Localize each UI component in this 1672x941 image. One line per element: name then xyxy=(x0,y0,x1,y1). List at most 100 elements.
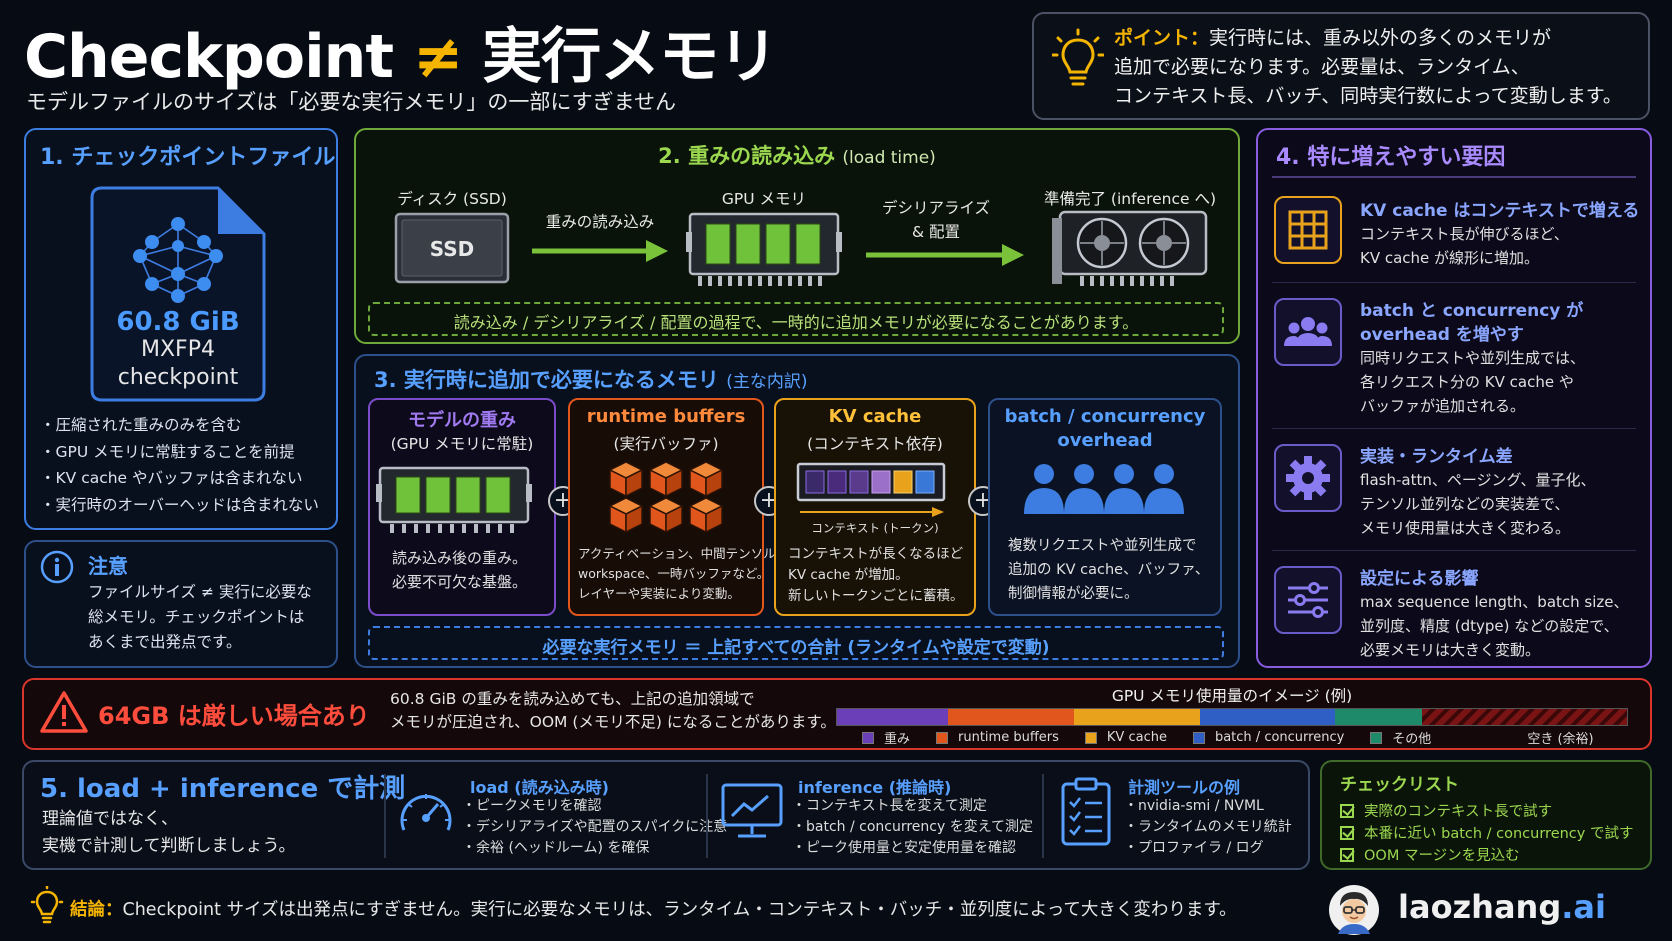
weights-body: 読み込み後の重み。必要不可欠な基盤。 xyxy=(392,549,528,591)
legend-swatch xyxy=(1370,731,1383,744)
section5-title: 5. load + inference で計測 xyxy=(40,774,406,804)
inference-column-title: inference (推論時) xyxy=(798,778,952,797)
not-equal-sign: ≠ xyxy=(412,22,463,92)
legend-item: 空き (余裕) xyxy=(1527,728,1593,747)
checklist-item: 実際のコンテキスト長で試す xyxy=(1340,800,1552,821)
legend-label: runtime buffers xyxy=(958,730,1059,745)
memory-bar-title: GPU メモリ使用量のイメージ (例) xyxy=(1111,687,1353,705)
kv-cache-token-icon xyxy=(796,462,946,517)
load-arrow-icon xyxy=(532,240,668,262)
runtime-buffers-title: runtime buffers xyxy=(586,406,746,427)
gauge-icon xyxy=(400,794,452,831)
runtime-buffers-sub: (実行バッファ) xyxy=(613,435,719,453)
gear-icon xyxy=(1274,444,1342,512)
checklist-item: 本番に近い batch / concurrency で試す xyxy=(1340,822,1633,843)
clipboard-checklist-icon xyxy=(1061,777,1111,846)
load-note-text: 読み込み / デシリアライズ / 配置の過程で、一時的に追加メモリが必要になるこ… xyxy=(453,313,1139,332)
factor-body: 同時リクエストや並列生成では、各リクエスト分の KV cache やバッファが追… xyxy=(1360,349,1586,415)
section3-title: 3. 実行時に追加で必要になるメモリ (主な内訳) xyxy=(374,368,808,392)
factor-title: KV cache はコンテキストで増える xyxy=(1360,201,1640,221)
point-box xyxy=(1032,12,1650,120)
point-text: ポイント：実行時には、重み以外の多くのメモリが 追加で必要になります。必要量は、… xyxy=(1114,27,1622,107)
divider xyxy=(1272,428,1636,429)
legend-swatch xyxy=(1192,731,1205,744)
page-title: Checkpoint ≠ 実行メモリ xyxy=(24,22,778,92)
memory-bar-segment xyxy=(1200,709,1335,725)
divider xyxy=(1272,550,1636,551)
divider xyxy=(1042,774,1044,858)
tools-column-title: 計測ツールの例 xyxy=(1128,778,1241,797)
conclusion-text: 結論：Checkpoint サイズは出発点にすぎません。実行に必要なメモリは、ラ… xyxy=(70,900,1237,920)
buffer-cubes-icon xyxy=(608,461,724,534)
factor-title: batch と concurrency が xyxy=(1360,301,1584,321)
list-item: ・KV cache やバッファは含まれない xyxy=(40,469,303,487)
factor-body: max sequence length、batch size、並列度、精度 (d… xyxy=(1360,593,1629,659)
avatar xyxy=(1329,885,1379,935)
gpu-memory-label: GPU メモリ xyxy=(721,190,807,208)
page-subtitle: モデルファイルのサイズは「必要な実行メモリ」の一部にすぎません xyxy=(26,90,676,114)
memory-bar-segment xyxy=(1421,709,1627,725)
memory-usage-bar xyxy=(836,708,1628,726)
lightbulb-icon xyxy=(1052,28,1104,86)
legend-swatch xyxy=(936,731,949,744)
section1-title: 1. チェックポイントファイル xyxy=(40,145,336,170)
checkpoint-file-icon: 60.8 GiB MXFP4 checkpoint xyxy=(90,186,266,402)
note-panel xyxy=(24,540,338,668)
gpu-memory-icon xyxy=(686,212,842,286)
legend-label: batch / concurrency xyxy=(1214,730,1345,745)
checkbox-icon xyxy=(1340,847,1354,862)
sliders-icon xyxy=(1274,566,1342,634)
checkpoint-bullets: ・圧縮された重みのみを含む ・GPU メモリに常駐することを前提 ・KV cac… xyxy=(40,412,340,518)
weights-sub: (GPU メモリに常駐) xyxy=(390,435,534,453)
divider xyxy=(1272,282,1636,283)
checkbox-icon xyxy=(1340,825,1354,840)
memory-bar-legend: 重み runtime buffers KV cache batch / concurr… xyxy=(862,728,1632,747)
deserialize-arrow-icon xyxy=(866,244,1024,266)
info-icon xyxy=(40,550,74,584)
deserialize-label-2: & 配置 xyxy=(911,223,960,241)
legend-item: その他 xyxy=(1370,728,1431,747)
divider xyxy=(706,774,708,858)
memory-bar-segment xyxy=(837,709,948,725)
factor-body: コンテキスト長が伸びるほど、KV cache が線形に増加。 xyxy=(1360,225,1569,267)
divider xyxy=(384,774,386,858)
factor-body: flash-attn、ページング、量子化、テンソル並列などの実装差で、メモリ使用… xyxy=(1360,471,1596,537)
load-note-box xyxy=(368,302,1224,336)
legend-label: KV cache xyxy=(1106,730,1167,745)
memory-bar-segment xyxy=(1334,709,1422,725)
checkpoint-kind: checkpoint xyxy=(118,365,239,390)
users-group-icon xyxy=(1024,464,1184,514)
divider xyxy=(1272,176,1636,178)
checklist-panel xyxy=(1320,760,1652,870)
warning-icon xyxy=(40,691,88,733)
warning-title: 64GB は厳しい場合あり xyxy=(98,702,370,730)
runtime-buffers-body: アクティベーション、中間テンソル、workspace、一時バッファなど。レイヤー… xyxy=(578,546,789,601)
legend-label: 重み xyxy=(884,732,911,747)
checklist-item: OOM マージンを見込む xyxy=(1340,844,1520,865)
legend-item: KV cache xyxy=(1084,728,1167,747)
legend-label: 空き (余裕) xyxy=(1527,732,1594,747)
section2-title: 2. 重みの読み込み (load time) xyxy=(658,144,936,168)
legend-item: runtime buffers xyxy=(936,728,1059,747)
legend-label: その他 xyxy=(1392,732,1432,747)
lightbulb-icon xyxy=(30,886,64,924)
kv-cache-sub: (コンテキスト依存) xyxy=(807,435,943,453)
legend-swatch xyxy=(862,731,874,744)
total-memory-box xyxy=(368,626,1224,660)
factor-title: 設定による影響 xyxy=(1360,569,1479,589)
factor-title: 実装・ランタイム差 xyxy=(1360,447,1513,467)
disk-label: ディスク (SSD) xyxy=(397,190,507,208)
weights-title: モデルの重み xyxy=(408,410,516,431)
checklist-title: チェックリスト xyxy=(1340,775,1459,795)
checkpoint-format: MXFP4 xyxy=(141,337,215,362)
checkpoint-size: 60.8 GiB xyxy=(116,307,239,337)
svg-text:SSD: SSD xyxy=(430,237,475,261)
memory-bar-segment xyxy=(1073,709,1201,725)
section5-body: 理論値ではなく、実機で計測して判断しましょう。 xyxy=(42,809,296,856)
note-body: ファイルサイズ ≠ 実行に必要な総メモリ。チェックポイントはあくまで出発点です。 xyxy=(88,583,312,651)
legend-item: batch / concurrency xyxy=(1192,728,1345,747)
weights-memory-icon xyxy=(376,466,532,533)
grid-icon xyxy=(1274,196,1342,264)
list-item: ・実行時のオーバーヘッドは含まれない xyxy=(40,495,319,514)
